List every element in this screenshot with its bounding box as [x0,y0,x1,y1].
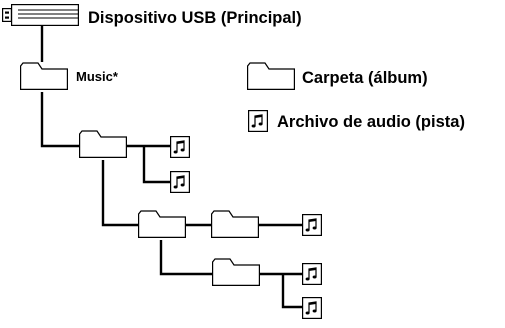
tree-connectors [40,26,302,309]
folder-icon [78,130,128,158]
audio-file-icon [302,214,322,236]
legend: Carpeta (álbum) Archivo de audio (pista) [247,62,465,132]
audio-file-icon [248,109,268,132]
music-folder: Music* [20,62,119,91]
folder-icon [211,210,259,238]
audio-file-icon [170,136,190,158]
folder-icon [138,210,186,238]
audio-file-icon [302,263,322,285]
legend-folder-label: Carpeta (álbum) [302,69,428,87]
usb-root: Dispositivo USB (Principal) [1,3,302,27]
folder-icon [247,62,295,91]
folder-icon [20,62,69,91]
legend-folder-item: Carpeta (álbum) [247,62,428,91]
music-folder-label: Music* [76,69,119,84]
usb-drive-icon [1,3,80,26]
folder-icon [212,258,260,286]
legend-audio-item: Archivo de audio (pista) [248,109,465,132]
audio-file-icon [170,171,190,193]
root-device-label: Dispositivo USB (Principal) [88,9,302,27]
audio-file-icon [302,297,322,319]
legend-audio-label: Archivo de audio (pista) [277,113,465,131]
